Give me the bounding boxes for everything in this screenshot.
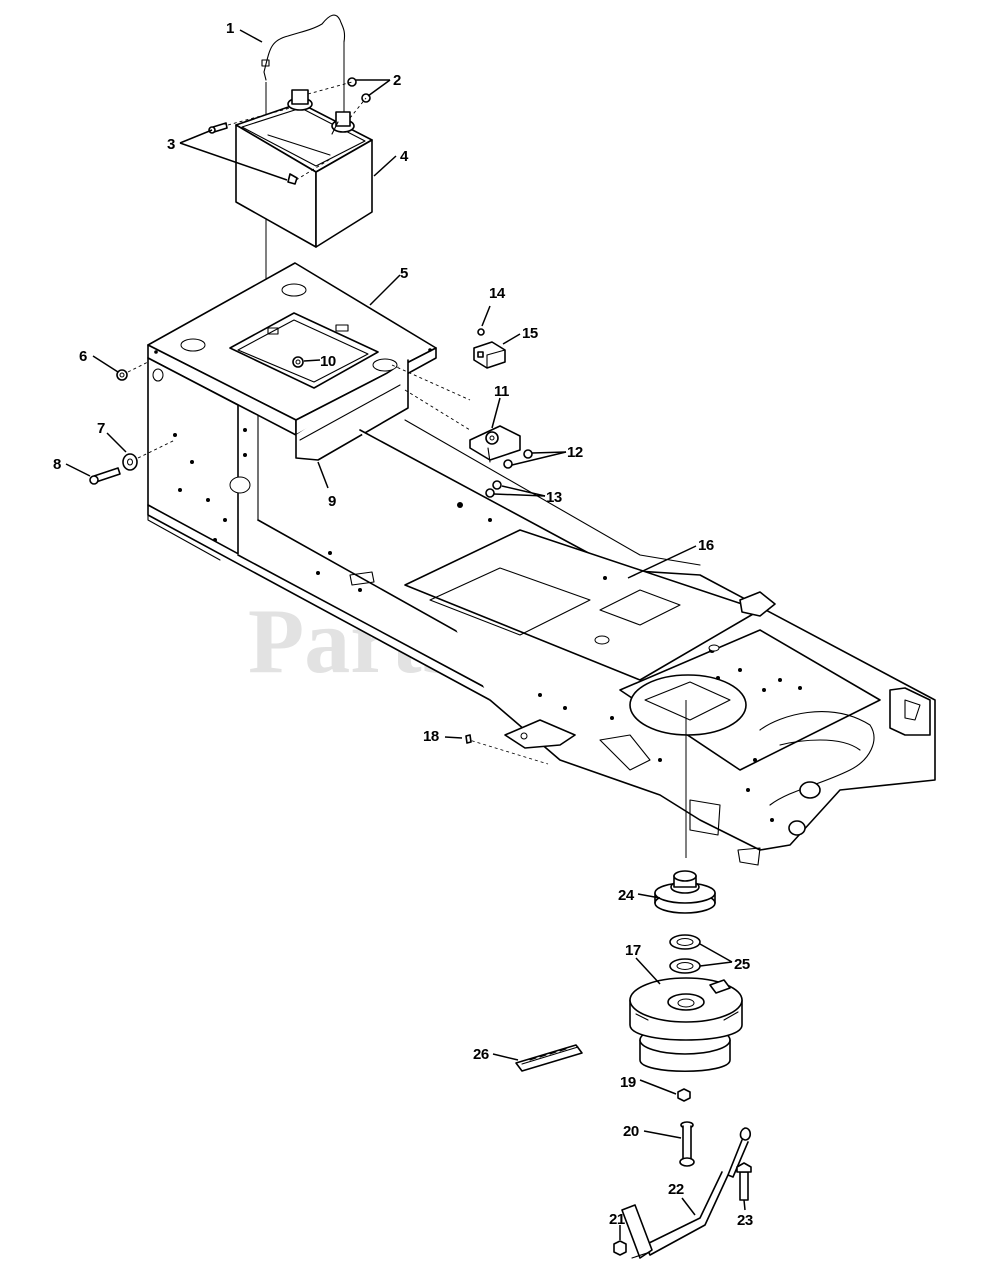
main-frame[interactable]	[147, 419, 936, 866]
switch-bracket-11[interactable]	[391, 364, 521, 463]
harness-clip-26[interactable]	[515, 1044, 583, 1072]
electric-clutch-17[interactable]	[629, 977, 743, 1072]
bolt-8[interactable]	[89, 467, 121, 485]
callout-11[interactable]: 11	[494, 383, 510, 400]
spacers-25[interactable]	[669, 934, 701, 974]
callout-4[interactable]: 4	[400, 148, 410, 165]
callout-13[interactable]: 13	[546, 489, 562, 506]
callout-24[interactable]: 24	[618, 887, 635, 904]
callout-1[interactable]: 1	[226, 20, 235, 37]
screw-14[interactable]	[477, 328, 485, 336]
nuts-12[interactable]	[503, 449, 533, 469]
callout-17[interactable]: 17	[625, 942, 641, 959]
callout-20[interactable]: 20	[623, 1123, 639, 1140]
terminal-bolts[interactable]	[208, 107, 333, 185]
nut-21[interactable]	[613, 1240, 627, 1256]
bolt-23[interactable]	[736, 1162, 752, 1201]
callout-14[interactable]: 14	[489, 285, 506, 302]
hex-nut-6[interactable]	[116, 361, 149, 381]
battery[interactable]	[235, 89, 373, 248]
callout-19[interactable]: 19	[620, 1074, 636, 1091]
callout-15[interactable]: 15	[522, 325, 538, 342]
callout-2[interactable]: 2	[393, 72, 402, 89]
leader-lines	[65, 29, 746, 1240]
callout-8[interactable]: 8	[53, 456, 62, 473]
callout-10[interactable]: 10	[320, 353, 336, 370]
terminal-nuts[interactable]	[307, 77, 371, 119]
callout-9[interactable]: 9	[328, 493, 337, 510]
callout-16[interactable]: 16	[698, 537, 714, 554]
callout-21[interactable]: 21	[609, 1211, 625, 1228]
callout-6[interactable]: 6	[79, 348, 88, 365]
callout-7[interactable]: 7	[97, 420, 106, 437]
callout-22[interactable]: 22	[668, 1181, 684, 1198]
callout-23[interactable]: 23	[737, 1212, 753, 1229]
callouts: 1 2 3 4 5 6 7 8 9 10 11 12 13 14 15 16 1…	[53, 20, 753, 1229]
relay-15[interactable]	[473, 341, 506, 369]
callout-5[interactable]: 5	[400, 265, 409, 282]
callout-25[interactable]: 25	[734, 956, 750, 973]
callout-26[interactable]: 26	[473, 1046, 489, 1063]
battery-box-support[interactable]	[295, 359, 409, 461]
callout-3[interactable]: 3	[167, 136, 176, 153]
callout-12[interactable]: 12	[567, 444, 583, 461]
washer-7[interactable]	[122, 439, 176, 471]
bolt-20[interactable]	[679, 1121, 695, 1167]
nut-19[interactable]	[677, 1088, 691, 1102]
clutch-bracket-22[interactable]	[621, 1127, 752, 1259]
callout-18[interactable]: 18	[423, 728, 439, 745]
pin-18[interactable]	[465, 734, 549, 765]
tray-nut[interactable]	[292, 356, 304, 368]
fasteners-13[interactable]	[485, 480, 502, 498]
pulley-24[interactable]	[654, 870, 716, 914]
